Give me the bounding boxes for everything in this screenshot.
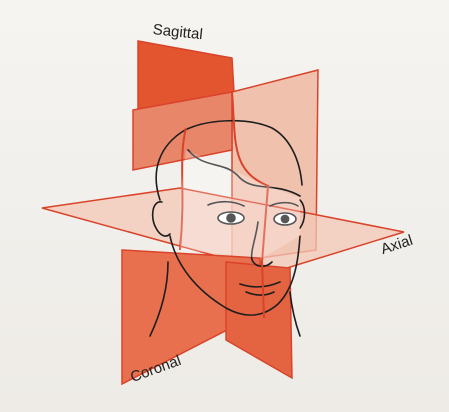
sagittal-plane-lower: [226, 262, 292, 378]
